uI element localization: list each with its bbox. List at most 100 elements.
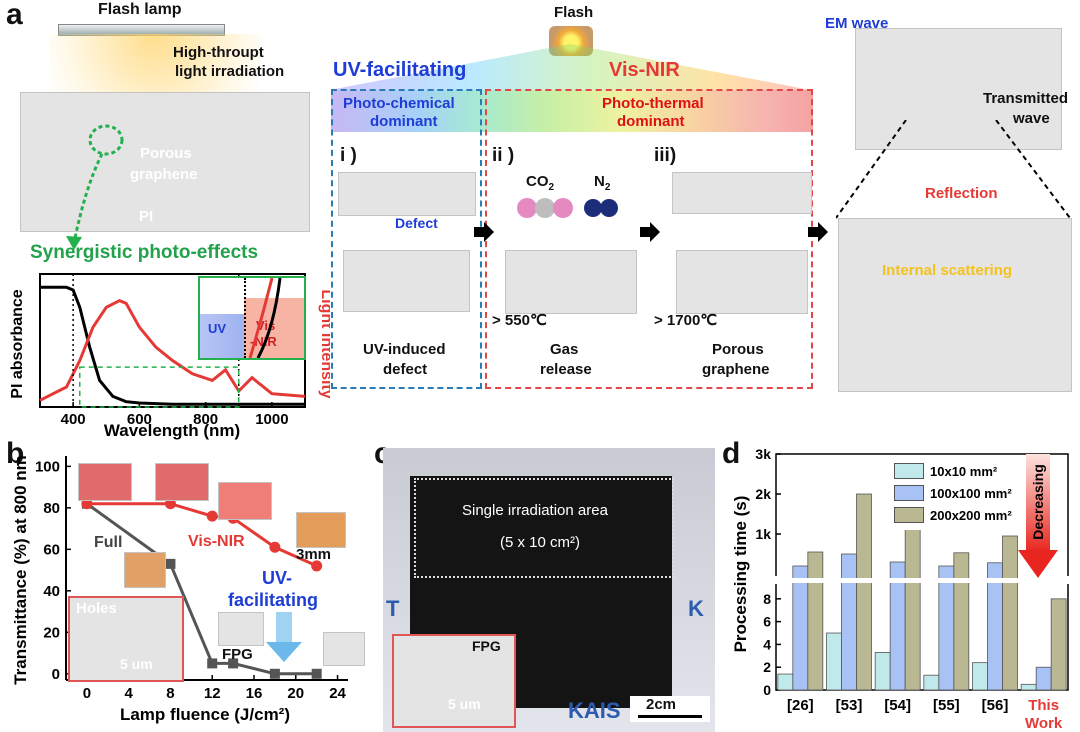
- high-throughput-label-1: High-throupt: [173, 44, 264, 61]
- flash-rays: [330, 44, 810, 90]
- spectrum-bar: [331, 90, 813, 132]
- processing-bar-0-3: [923, 674, 940, 691]
- processing-xlabel-4: [56]: [982, 697, 1009, 714]
- panel-b-letter: b: [6, 437, 25, 470]
- processing-time-chart: 024681k2k3k[26][53][54][55][56]ThisWork …: [731, 448, 1078, 732]
- processing-xlabel-2: [54]: [884, 697, 911, 714]
- step-ii-label: ii ): [492, 145, 515, 166]
- temp-550-label: > 550℃: [492, 312, 547, 329]
- transmittance-ytick-label-3: 60: [43, 541, 60, 558]
- co2-text: CO: [526, 173, 549, 190]
- transmittance-ytick-label-1: 20: [43, 624, 60, 641]
- legend-swatch-1: [894, 485, 924, 501]
- label-3mm: 3mm: [296, 546, 332, 563]
- process-arrows: [474, 222, 828, 242]
- gas-molecules: [517, 198, 618, 218]
- vis-nir-label: Vis-NIR: [609, 59, 680, 81]
- spectrum-xtick-label-3: 1000: [255, 411, 288, 428]
- arrow-2: [640, 222, 660, 242]
- cross-section-sem-image: [838, 218, 1072, 392]
- processing-bar-2-2: [904, 521, 921, 691]
- n2-text: N: [594, 173, 605, 190]
- irradiation-area-box: [414, 478, 674, 578]
- inset-divider: [244, 278, 246, 358]
- uv-facilitating-label: UV-facilitating: [333, 59, 467, 81]
- fpg-sem-small: [218, 612, 264, 646]
- inset-uv-region: [200, 314, 244, 358]
- transmittance-point-0-4: [269, 668, 280, 679]
- label-2cm: 2cm: [646, 696, 677, 713]
- flash-label: Flash: [554, 4, 594, 21]
- kais-logo: KAIS: [568, 698, 621, 723]
- arrow-1: [474, 222, 494, 242]
- transmittance-point-0-5: [311, 668, 322, 679]
- transmitted-label-2: wave: [1013, 110, 1050, 127]
- molecule-structure-graphene: [672, 172, 812, 214]
- porous-graphene-label-1: Porous: [140, 145, 192, 162]
- processing-bar-0-5: [1020, 683, 1037, 691]
- green-dashed-arrow: [66, 124, 124, 250]
- processing-upper-ytick-label-0: 1k: [755, 526, 771, 542]
- porous-graphene-b-label-1: Porous: [712, 341, 764, 358]
- label-uv-2: facilitating: [228, 590, 319, 610]
- legend-item-2: 200x200 mm²: [894, 504, 1024, 526]
- porous-graphene-b-label-2: graphene: [702, 361, 770, 378]
- label-5um-c: 5 um: [448, 696, 481, 712]
- co2-label: CO2: [526, 173, 554, 193]
- processing-upper-ytick-label-1: 2k: [755, 486, 771, 502]
- processing-lower-ytick-label-3: 6: [763, 614, 771, 630]
- temp-1700-label: > 1700℃: [654, 312, 718, 329]
- processing-lower-ytick-label-0: 0: [763, 682, 771, 698]
- processing-bar-2-1: [856, 493, 872, 691]
- logo-fragment-t: T: [386, 596, 400, 621]
- area-size-label: (5 x 10 cm²): [500, 534, 581, 551]
- gas-release-block: [505, 250, 637, 314]
- uv-induced-label-1: UV-induced: [363, 341, 446, 358]
- single-irradiation-label: Single irradiation area: [462, 502, 608, 519]
- dashed-zoom-lines: [836, 120, 1071, 219]
- transmittance-ytick-label-4: 80: [43, 500, 60, 517]
- transmittance-point-1-2: [206, 510, 218, 522]
- legend-label-0: 10x10 mm²: [930, 463, 998, 479]
- legend-item-0: 10x10 mm²: [894, 460, 1024, 482]
- processing-xlabel-1: [53]: [836, 697, 863, 714]
- spectrum-xtick-label-0: 400: [61, 411, 86, 428]
- sample-photo-0: [78, 463, 132, 501]
- transmittance-ylabel: Transmittance (%) at 800 nm: [11, 455, 30, 685]
- scale-bar-line: [638, 715, 702, 718]
- processing-bar-0-4: [972, 662, 988, 691]
- transmittance-xtick-label-4: 16: [246, 685, 263, 702]
- processing-bar-2-3: [953, 552, 970, 691]
- transmittance-point-0-3: [228, 658, 239, 669]
- reflection-label: Reflection: [925, 185, 998, 202]
- sample-photo-14: [218, 482, 272, 520]
- arrow-3: [808, 222, 828, 242]
- label-fpg-b: FPG: [222, 646, 253, 663]
- porous-graphene-label-2: graphene: [130, 166, 198, 183]
- holes-sem-image: [68, 596, 184, 682]
- processing-bar-0-2: [874, 651, 891, 691]
- label-full: Full: [94, 534, 123, 551]
- inset-curves: [248, 278, 282, 358]
- transmittance-point-1-5: [311, 560, 323, 572]
- transmittance-point-1-4: [269, 541, 281, 553]
- label-visnir: Vis-NIR: [188, 533, 245, 550]
- spectrum-ylabel-right: Light intensity: [318, 289, 330, 398]
- uv-dashed-box: [331, 89, 482, 389]
- decreasing-arrow: Decreasing: [1018, 454, 1058, 578]
- fpg-sem-large: [392, 634, 516, 728]
- processing-upper-ytick-label-2: 3k: [755, 448, 771, 462]
- legend-item-1: 100x100 mm²: [894, 482, 1024, 504]
- fpg-sem-small-2: [323, 632, 365, 666]
- sample-photo-full: [124, 552, 166, 588]
- processing-bar-2-0: [807, 551, 824, 691]
- processing-lower-ytick-label-2: 4: [763, 636, 771, 652]
- gas-release-label-2: release: [540, 361, 592, 378]
- transmittance-ytick-label-2: 40: [43, 583, 60, 600]
- label-fpg-c: FPG: [472, 638, 501, 654]
- label-uv-1: UV-: [262, 568, 293, 588]
- defect-sample-block: [343, 250, 470, 312]
- decreasing-label: Decreasing: [1030, 464, 1046, 539]
